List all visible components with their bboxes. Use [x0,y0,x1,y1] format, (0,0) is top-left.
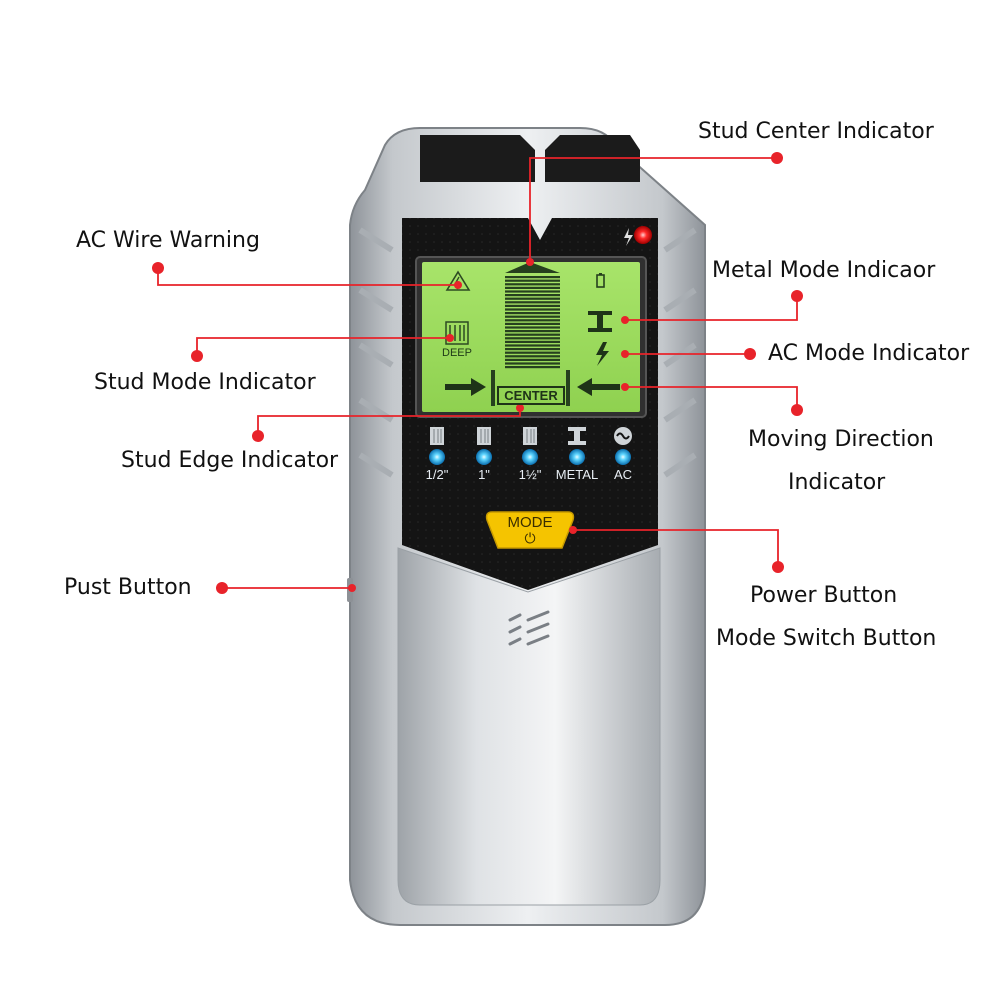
sensor-cap-left [420,135,535,182]
lcd-arrow-left-icon [577,378,620,396]
depth-mode-4 [614,427,632,465]
callout-ac-mode: AC Mode Indicator [768,341,970,366]
lcd-stud-edge-left [491,370,495,406]
lcd-arrow-right-icon [445,378,486,396]
lcd-stud-edge-right [566,370,570,406]
depth-mode-3 [568,427,586,465]
i-beam-icon [568,427,586,445]
lcd-center-label: CENTER [497,386,565,405]
depth-mode-label: 1/2" [425,467,449,482]
mode-led [615,449,631,465]
stud-block-icon [523,427,537,445]
mode-button[interactable] [485,511,575,549]
ac-warning-bolt-icon [624,228,633,246]
depth-mode-label: 1½" [518,467,542,482]
callout-metal-mode: Metal Mode Indicaor [712,258,936,283]
lcd-screen [422,262,640,412]
callout-moving-direction-line1: Moving Direction [748,427,934,452]
lcd-stud-block-icon [445,321,469,345]
speaker-grill [508,610,550,646]
callout-stud-edge: Stud Edge Indicator [121,448,339,473]
device-lower-body [397,547,661,906]
callout-stud-center: Stud Center Indicator [698,119,934,144]
callout-pust-button: Pust Button [64,575,192,600]
depth-mode-label: METAL [555,467,599,482]
stud-block-icon [477,427,491,445]
mode-led [429,449,445,465]
callout-ac-wire-warning: AC Wire Warning [76,228,260,253]
callout-stud-mode: Stud Mode Indicator [94,370,316,395]
depth-mode-2 [522,427,538,465]
side-grip-right [663,227,697,478]
depth-mode-0 [429,427,445,465]
mode-button-label: MODE [507,514,553,531]
mode-led [522,449,538,465]
ac-wave-icon [614,427,632,445]
callout-mode-switch-button: Mode Switch Button [716,626,937,651]
power-icon: ⏻ [524,530,536,546]
lcd-metal-icon [588,311,612,332]
side-grip-left [358,227,394,478]
lcd-ac-bolt-icon [596,342,609,366]
lcd-center-bargraph [505,262,560,369]
depth-mode-1 [476,427,492,465]
lcd-deep-label: DEEP [442,347,472,359]
mode-led [476,449,492,465]
callout-power-button: Power Button [750,583,898,608]
stud-block-icon [430,427,444,445]
depth-mode-label: AC [613,467,633,482]
mode-led [569,449,585,465]
callout-dots [152,152,803,594]
depth-mode-label: 1" [478,467,490,482]
callout-moving-direction-line2: Indicator [788,470,886,495]
ac-warning-led [634,226,652,244]
